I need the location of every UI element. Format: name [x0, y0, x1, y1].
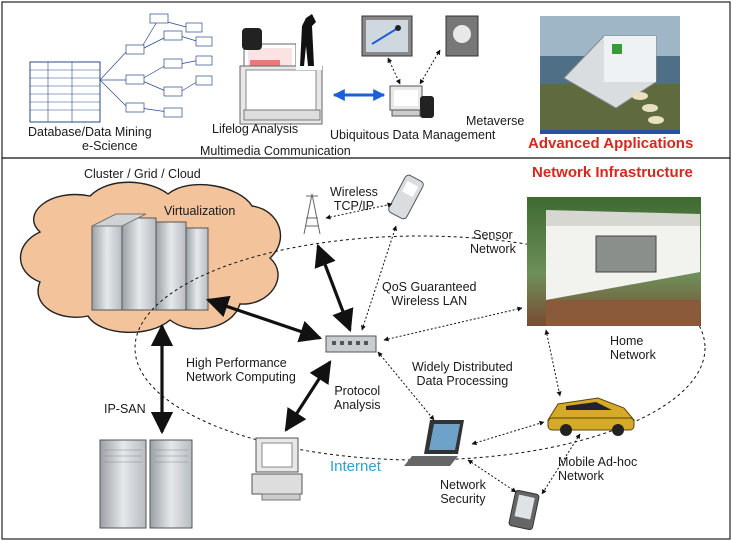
link-antenna-switch [314, 243, 354, 333]
lifelog-computer-icon [239, 14, 323, 125]
label-qos-line2: Wireless LAN [391, 294, 468, 308]
label-protocol-line1: Protocol [334, 384, 381, 398]
label-distributed-line2: Data Processing [416, 374, 509, 388]
label-qos-wlan: QoS Guaranteed Wireless LAN [382, 280, 477, 308]
label-multimedia: Multimedia Communication [200, 144, 351, 158]
label-qos-line1: QoS Guaranteed [382, 280, 477, 294]
link-cloud-switch [205, 295, 323, 343]
advanced-applications-title: Advanced Applications [528, 135, 694, 152]
label-lifelog: Lifelog Analysis [212, 122, 299, 136]
desktop-computer-icon [251, 437, 303, 501]
label-hpc-line2: Network Computing [186, 370, 296, 384]
label-home-line2: Network [610, 348, 656, 362]
label-home-line1: Home [610, 334, 644, 348]
pda-icon [508, 489, 540, 531]
label-sensor-line1: Sensor [473, 228, 513, 242]
label-netsec-line1: Network [440, 478, 486, 492]
server-rack-icon [91, 213, 209, 311]
label-database: Database/Data Mining [28, 125, 152, 139]
label-protocol-line2: Analysis [334, 398, 381, 412]
ubiquitous-devices-icon [361, 15, 479, 118]
car-icon [547, 397, 636, 436]
database-table-icon [29, 61, 101, 123]
storage-servers-icon [99, 439, 193, 529]
label-wireless-line1: Wireless [330, 185, 378, 199]
label-sensor-network: Sensor Network [470, 228, 516, 256]
label-distributed-line1: Widely Distributed [412, 360, 513, 374]
label-mobile-adhoc: Mobile Ad-hoc Network [558, 455, 637, 483]
label-metaverse: Metaverse [466, 114, 525, 128]
label-wireless-line2: TCP/IP [333, 199, 375, 213]
label-home-network: Home Network [610, 334, 656, 362]
label-hpc: High Performance Network Computing [186, 356, 296, 384]
label-cluster: Cluster / Grid / Cloud [84, 167, 201, 181]
label-network-security: Network Security [440, 478, 486, 506]
label-wireless-tcpip: Wireless TCP/IP [330, 185, 378, 213]
label-virtualization: Virtualization [164, 204, 236, 218]
antenna-tower-icon [303, 193, 321, 235]
label-ipsan: IP-SAN [104, 402, 146, 416]
central-switch-icon [325, 335, 377, 353]
label-distributed: Widely Distributed Data Processing [412, 360, 513, 388]
link-switch-desktop [284, 360, 332, 432]
label-netsec-line2: Security [440, 492, 486, 506]
label-adhoc-line2: Network [558, 469, 604, 483]
metaverse-screenshot [540, 16, 680, 134]
label-protocol-analysis: Protocol Analysis [334, 384, 381, 412]
label-ubiquitous: Ubiquitous Data Management [330, 128, 496, 142]
home-photo [527, 197, 701, 326]
escience-graph-icon [99, 13, 213, 118]
mobile-phone-icon [388, 174, 424, 220]
bottom-panel-frame [1, 157, 731, 540]
laptop-icon [404, 420, 464, 466]
label-escience: e-Science [82, 139, 138, 153]
network-infrastructure-title: Network Infrastructure [532, 164, 693, 181]
label-adhoc-line1: Mobile Ad-hoc [558, 455, 638, 469]
label-sensor-line2: Network [470, 242, 516, 256]
label-hpc-line1: High Performance [186, 356, 287, 370]
label-internet: Internet [330, 458, 381, 475]
